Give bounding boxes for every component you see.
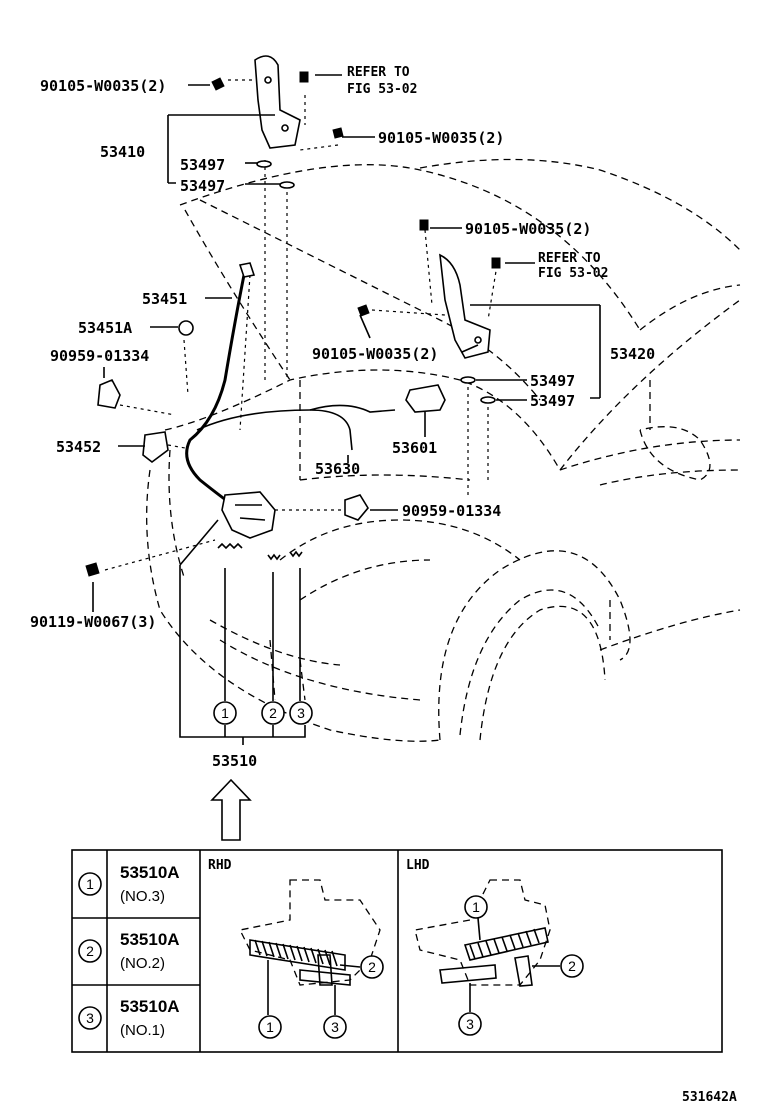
lhd-callout-3: 3 xyxy=(466,1016,474,1032)
handle-icon xyxy=(405,384,446,413)
label-refer2-a: REFER TO xyxy=(538,251,601,266)
car-body-outline xyxy=(146,158,741,742)
legend-part-3: 53510A xyxy=(120,997,180,1016)
label-bolt-tr: 90105-W0035(2) xyxy=(378,129,504,147)
figure-code: 531642A xyxy=(682,1090,737,1105)
label-bolt-mid: 90105-W0035(2) xyxy=(312,345,438,363)
label-clip-r: 90959-01334 xyxy=(402,502,501,520)
legend-lhd-title: LHD xyxy=(406,858,430,873)
label-cush4: 53497 xyxy=(530,392,575,410)
legend-part-2: 53510A xyxy=(120,930,180,949)
label-hinge-r: 53420 xyxy=(610,345,655,363)
up-arrow-icon xyxy=(210,778,252,841)
lhd-callout-2: 2 xyxy=(568,958,576,974)
label-refer2-b: FIG 53-02 xyxy=(538,266,608,281)
rhd-callout-1: 1 xyxy=(266,1019,274,1035)
hood-lock-assembly xyxy=(221,491,276,539)
label-cush3: 53497 xyxy=(530,372,575,390)
lhd-callout-1: 1 xyxy=(472,899,480,915)
label-cable2: 53630 xyxy=(315,460,360,478)
label-clip-l: 90959-01334 xyxy=(50,347,149,365)
grommet-icon xyxy=(178,320,194,336)
callouts: 1 2 3 xyxy=(213,701,313,725)
rhd-callout-2: 2 xyxy=(368,959,376,975)
bracket-icon xyxy=(142,431,169,464)
spring-icons xyxy=(217,542,303,561)
label-cush2: 53497 xyxy=(180,177,225,195)
legend-note-2: (NO.2) xyxy=(120,955,165,972)
legend-part-1: 53510A xyxy=(120,863,180,882)
legend-num-2: 2 xyxy=(86,943,94,959)
leader-lines xyxy=(104,79,498,571)
rhd-sketch: 1 2 3 xyxy=(239,879,384,1039)
legend-num-3: 3 xyxy=(86,1010,94,1026)
label-bracket: 53452 xyxy=(56,438,101,456)
cushion-icons xyxy=(256,160,496,404)
label-bolt-mid-r: 90105-W0035(2) xyxy=(465,220,591,238)
callout-3: 3 xyxy=(297,705,305,721)
label-hinge-l: 53410 xyxy=(100,143,145,161)
label-refer1-a: REFER TO xyxy=(347,65,410,80)
rhd-callout-3: 3 xyxy=(331,1019,339,1035)
label-bolt-lock: 90119-W0067(3) xyxy=(30,613,156,631)
release-cable xyxy=(185,262,396,512)
label-leaders xyxy=(92,74,601,745)
label-cush1: 53497 xyxy=(180,156,225,174)
legend-num-1: 1 xyxy=(86,876,94,892)
label-refer1-b: FIG 53-02 xyxy=(347,82,417,97)
label-bolt-tl: 90105-W0035(2) xyxy=(40,77,166,95)
legend-table: 1 53510A (NO.3) 2 53510A (NO.2) 3 53510A… xyxy=(71,849,723,1053)
label-cable: 53451 xyxy=(142,290,187,308)
hood-hinge-left xyxy=(254,55,301,149)
legend-note-3: (NO.1) xyxy=(120,1022,165,1039)
hood-hinge-right xyxy=(439,253,491,359)
legend-note-1: (NO.3) xyxy=(120,888,165,905)
clip-right-icon xyxy=(344,494,369,521)
label-handle: 53601 xyxy=(392,439,437,457)
callout-1: 1 xyxy=(221,705,229,721)
bolt-icons xyxy=(85,71,501,577)
clip-left-icon xyxy=(97,378,121,409)
label-lock-assy: 53510 xyxy=(212,752,257,770)
label-grommet: 53451A xyxy=(78,319,132,337)
lhd-sketch: 1 2 3 xyxy=(414,879,584,1036)
legend-rhd-title: RHD xyxy=(208,858,232,873)
part-labels: 90105-W0035(2) REFER TO FIG 53-02 90105-… xyxy=(30,65,655,770)
callout-2: 2 xyxy=(269,705,277,721)
